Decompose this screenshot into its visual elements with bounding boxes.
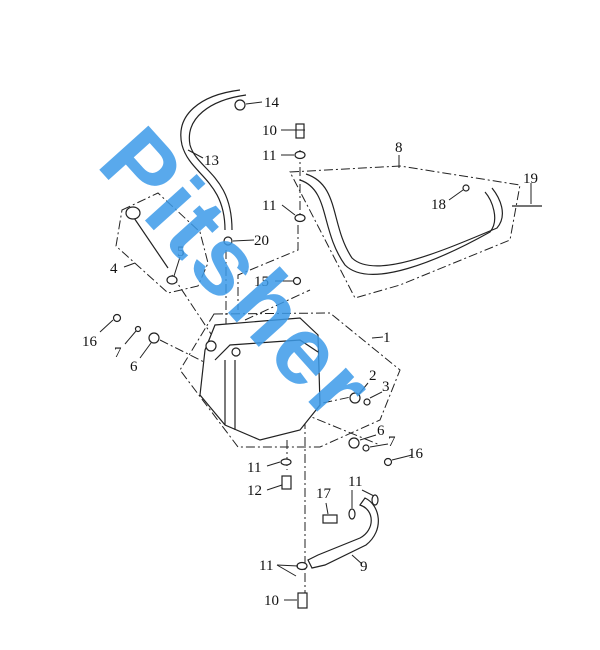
- assembly-outlines: [115, 150, 521, 600]
- callout-13: 13: [204, 153, 219, 169]
- callout-8: 8: [395, 140, 403, 156]
- callout-18: 18: [431, 197, 446, 213]
- callout-9: 9: [360, 559, 368, 575]
- callout-2: 2: [369, 368, 377, 384]
- callout-7: 7: [388, 434, 396, 450]
- callout-11: 11: [262, 198, 276, 214]
- callout-6: 6: [130, 359, 138, 375]
- callout-16: 16: [408, 446, 424, 462]
- dipstick-group-outline: [115, 192, 209, 294]
- callouts: 14 10 11 13 8 19 18 11 5 20 4 15 1 16 7 …: [82, 95, 538, 609]
- callout-10: 10: [262, 123, 277, 139]
- callout-1: 1: [383, 330, 391, 346]
- callout-6: 6: [377, 423, 385, 439]
- callout-5: 5: [177, 244, 185, 260]
- callout-17: 17: [316, 486, 332, 502]
- callout-11: 11: [247, 460, 261, 476]
- callout-10: 10: [264, 593, 279, 609]
- hose-8-group-outline: [289, 165, 521, 299]
- callout-7: 7: [114, 345, 122, 361]
- leader-lines: [99, 101, 532, 601]
- callout-15: 15: [254, 274, 269, 290]
- hose-8: [299, 173, 503, 275]
- callout-4: 4: [110, 261, 118, 277]
- tank-group-outline: [179, 312, 401, 448]
- callout-11: 11: [259, 558, 273, 574]
- callout-3: 3: [382, 379, 390, 395]
- callout-11: 11: [348, 474, 362, 490]
- callout-11: 11: [262, 148, 276, 164]
- callout-19: 19: [523, 171, 538, 187]
- oil-tank: [199, 317, 321, 441]
- callout-12: 12: [247, 483, 262, 499]
- callout-16: 16: [82, 334, 98, 350]
- callout-20: 20: [254, 233, 269, 249]
- hose-13: [180, 89, 247, 231]
- callout-14: 14: [264, 95, 280, 111]
- small-parts: [112, 99, 542, 609]
